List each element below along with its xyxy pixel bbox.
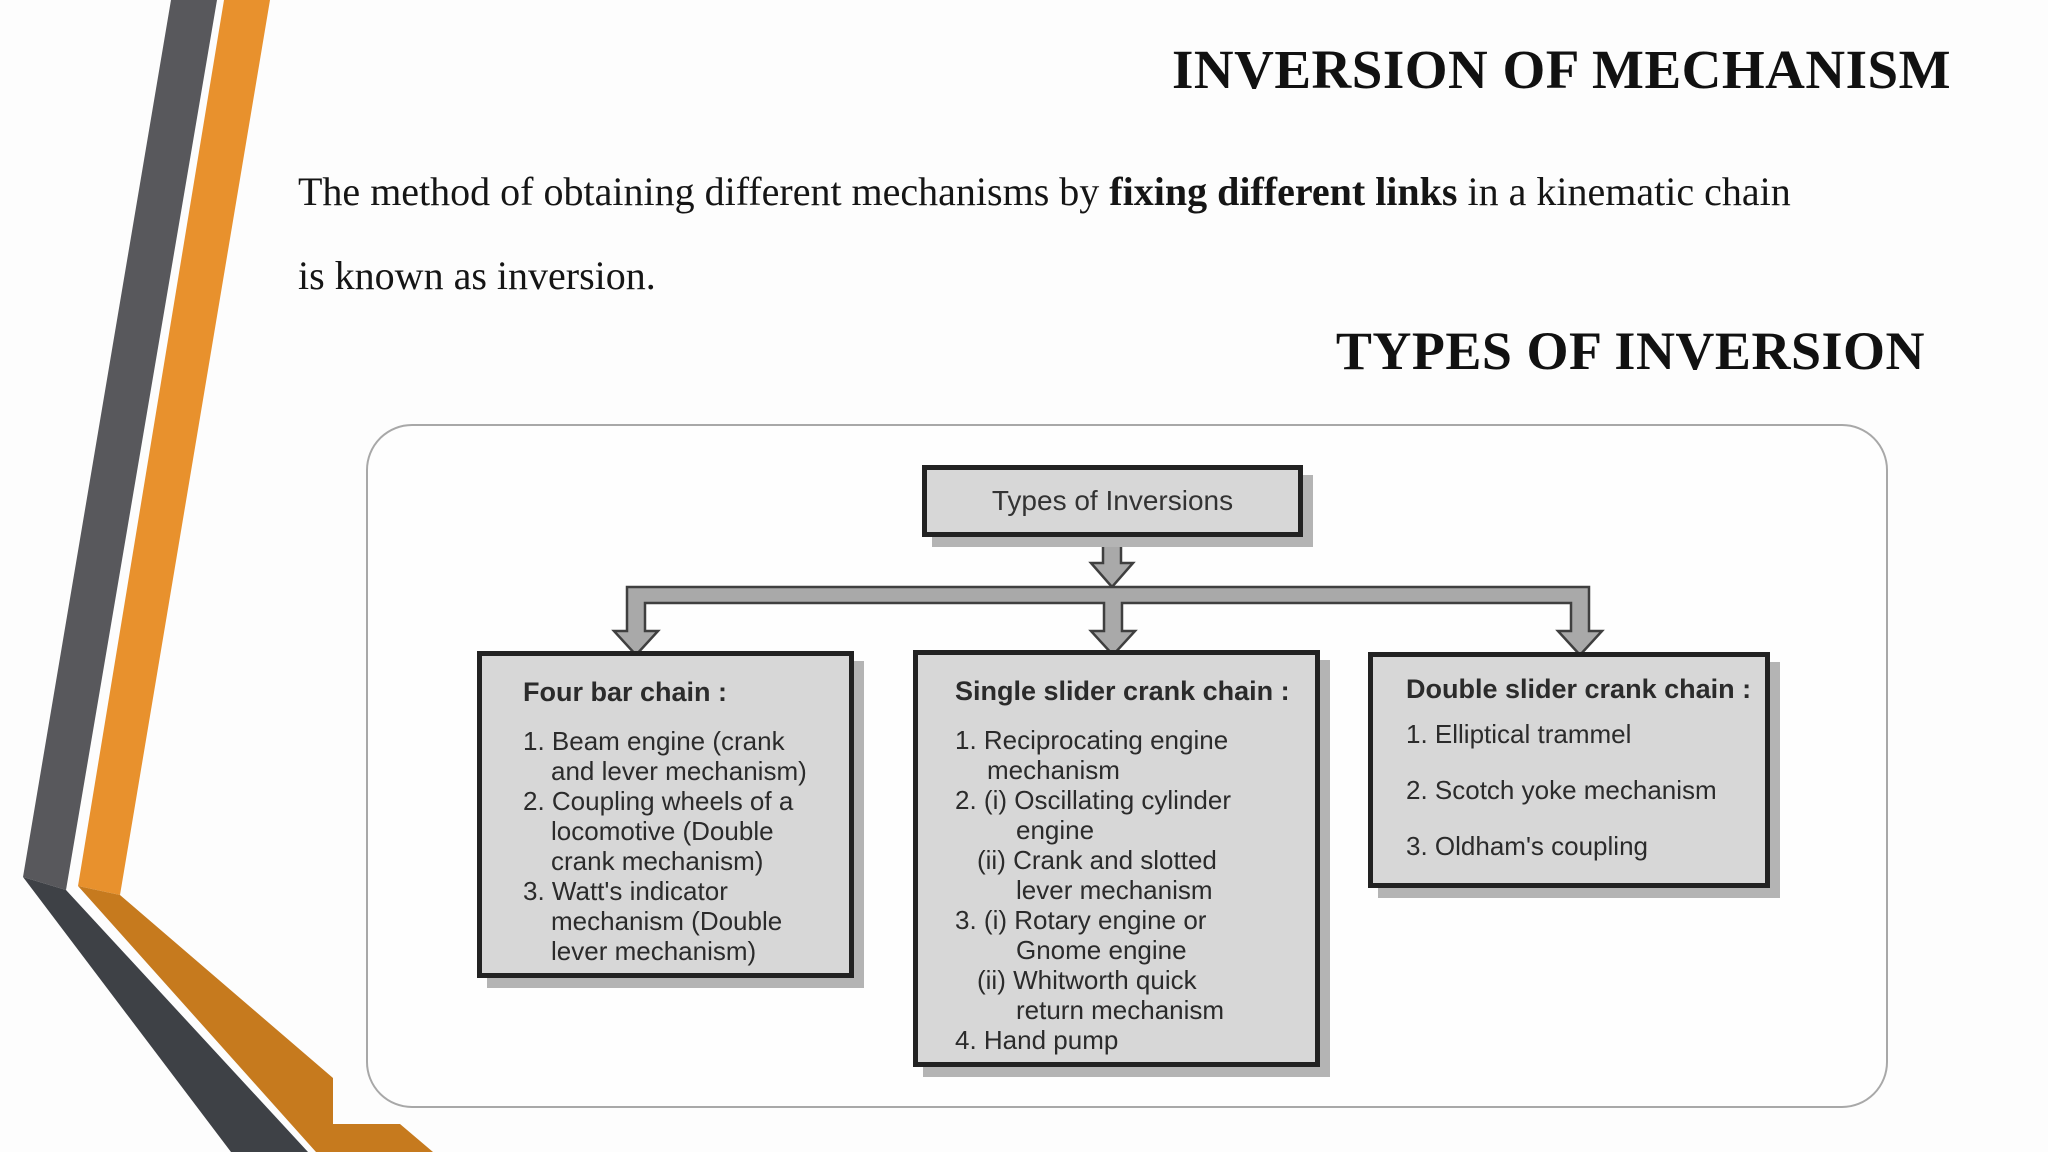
- list-line: lever mechanism): [551, 936, 757, 966]
- list-line: locomotive (Double: [551, 816, 774, 846]
- paragraph-text: The method of obtaining different mechan…: [298, 169, 1110, 214]
- list-line: engine: [1016, 815, 1095, 845]
- list-line: Gnome engine: [1016, 935, 1187, 965]
- list-line: lever mechanism: [1016, 875, 1213, 905]
- box-title: Four bar chain :: [523, 677, 728, 707]
- list-line: mechanism (Double: [551, 906, 783, 936]
- list-line: 1. Reciprocating engine: [955, 725, 1229, 755]
- ribbon-gray-lower-stripe: [23, 877, 308, 1152]
- section-title: TYPES OF INVERSION: [1335, 321, 1925, 381]
- ribbon-orange-upper-stripe: [78, 0, 270, 895]
- flowchart-root-box: Types of Inversions: [922, 465, 1303, 537]
- list-line: (ii) Whitworth quick: [977, 965, 1197, 995]
- ribbon-gray-upper-stripe: [23, 0, 217, 890]
- box-title: Double slider crank chain :: [1406, 674, 1752, 704]
- flowchart-box-double-slider-crank-chain: Double slider crank chain : 1. Elliptica…: [1368, 652, 1770, 888]
- list-line: 3. Oldham's coupling: [1406, 831, 1648, 861]
- list-line: 2. Scotch yoke mechanism: [1406, 775, 1717, 805]
- list-line: crank mechanism): [551, 846, 764, 876]
- list-line: 4. Hand pump: [955, 1025, 1119, 1055]
- box-title: Single slider crank chain :: [955, 676, 1290, 706]
- root-down-arrow: [1088, 532, 1136, 589]
- page-title: INVERSION OF MECHANISM: [1171, 39, 1951, 100]
- body-paragraph-line2: is known as inversion.: [298, 253, 656, 298]
- list-line: and lever mechanism): [551, 756, 807, 786]
- list-line: (ii) Crank and slotted: [977, 845, 1217, 875]
- paragraph-text: in a kinematic chain: [1457, 169, 1791, 214]
- list-line: 1. Beam engine (crank: [523, 726, 785, 756]
- list-line: 3. (i) Rotary engine or: [955, 905, 1207, 935]
- list-line: 3. Watt's indicator: [523, 876, 728, 906]
- list-line: 1. Elliptical trammel: [1406, 719, 1632, 749]
- ribbon-orange-lower-stripe: [78, 886, 433, 1152]
- flowchart-box-single-slider-crank-chain: Single slider crank chain : 1. Reciproca…: [913, 650, 1320, 1067]
- paragraph-bold-text: fixing different links: [1109, 169, 1458, 214]
- list-line: 2. Coupling wheels of a: [523, 786, 794, 816]
- list-line: mechanism: [987, 755, 1120, 785]
- list-line: 2. (i) Oscillating cylinder: [955, 785, 1231, 815]
- body-paragraph-line1: The method of obtaining different mechan…: [298, 168, 1791, 215]
- flowchart-root-label: Types of Inversions: [991, 485, 1234, 516]
- branch-bar-with-arrows: [611, 585, 1605, 657]
- list-line: return mechanism: [1016, 995, 1225, 1025]
- box-list: 1. Elliptical trammel 2. Scotch yoke mech…: [1406, 719, 1757, 861]
